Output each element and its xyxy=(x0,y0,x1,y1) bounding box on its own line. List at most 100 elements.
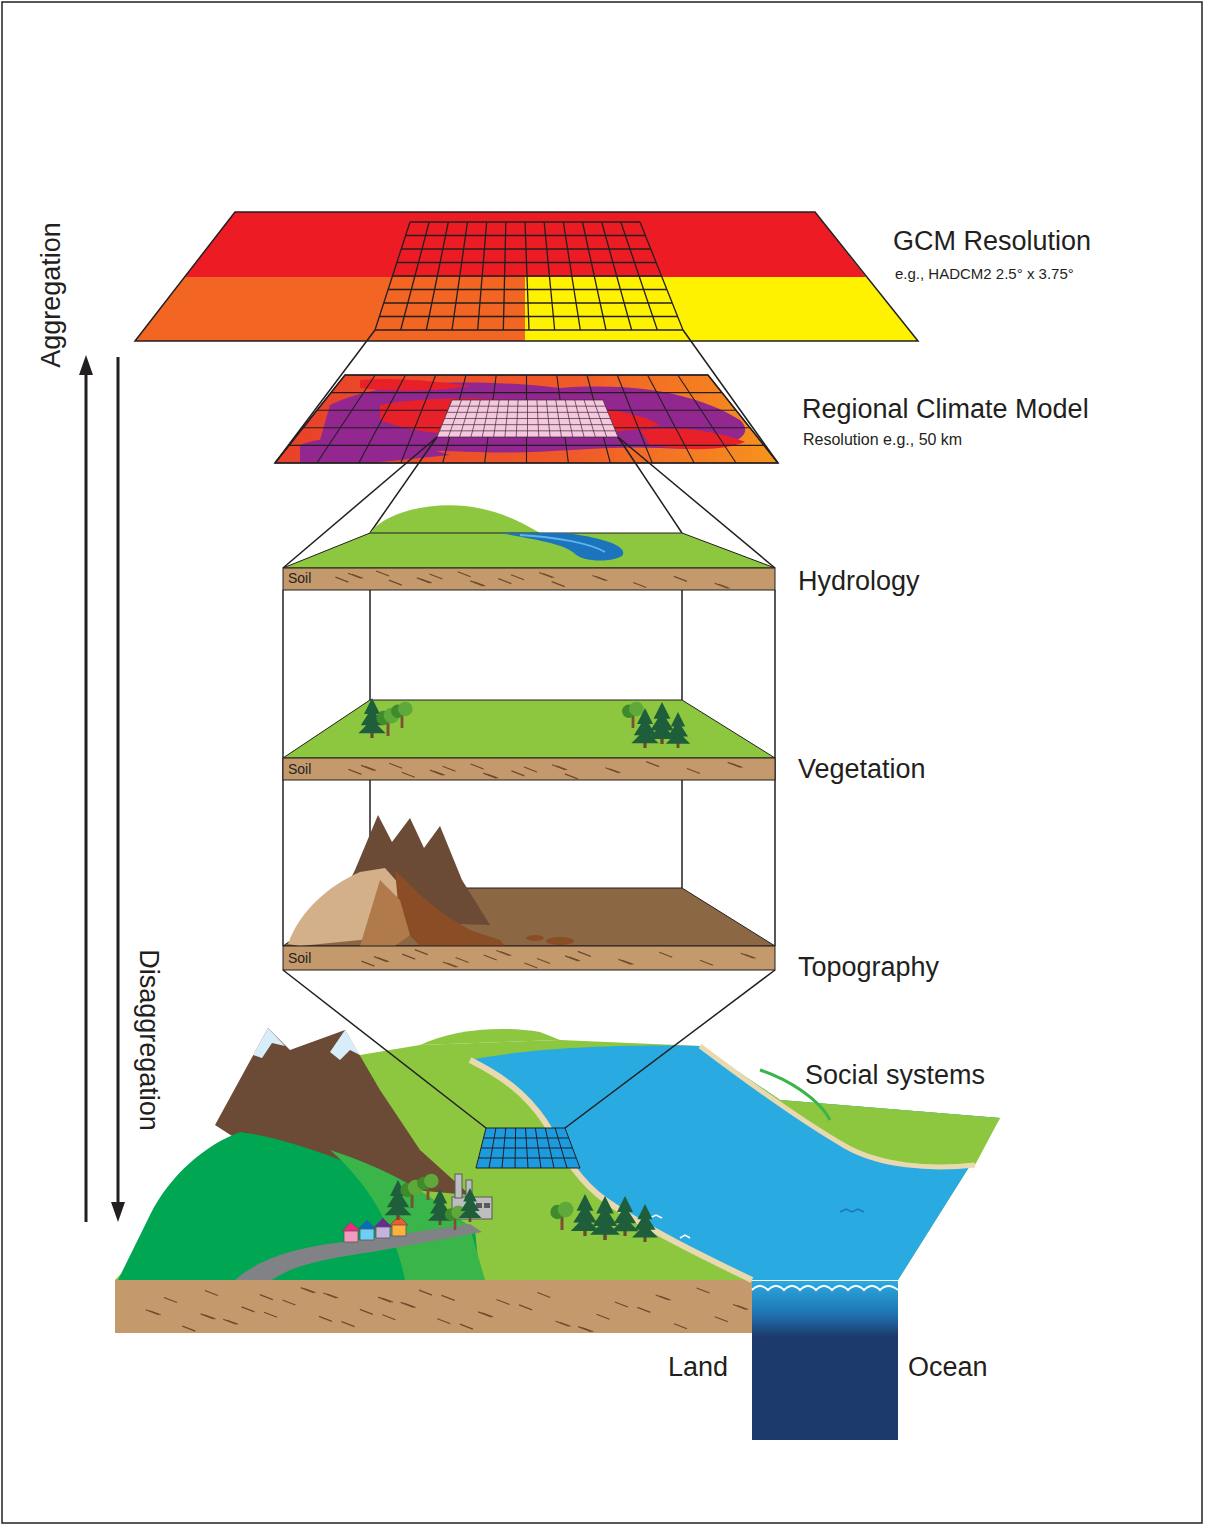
axis-label: Aggregation xyxy=(36,222,67,368)
soil-mark xyxy=(565,956,578,961)
soil-mark xyxy=(471,764,484,769)
soil-mark xyxy=(430,574,443,579)
soil-mark xyxy=(182,1326,195,1331)
grid-line xyxy=(379,316,677,317)
soil-mark xyxy=(417,578,430,583)
region-label: Land xyxy=(668,1352,728,1383)
grid-line xyxy=(401,375,436,463)
grid-line xyxy=(617,375,652,463)
grid-line xyxy=(445,418,611,419)
soil-mark xyxy=(378,958,389,962)
grid-line xyxy=(484,1138,569,1139)
gcm-grid xyxy=(375,222,683,330)
soil-mark xyxy=(496,951,509,956)
grid-line xyxy=(393,275,662,276)
soil-mark xyxy=(719,584,730,588)
soil-mark xyxy=(282,1300,295,1305)
local-grid xyxy=(476,1128,580,1168)
soil-mark xyxy=(223,1319,236,1324)
soil-mark xyxy=(327,1294,338,1298)
soil-mark xyxy=(482,1313,493,1317)
grid-line xyxy=(331,392,722,393)
soil-mark xyxy=(323,1293,336,1298)
soil-mark xyxy=(524,963,537,968)
soil-mark xyxy=(242,1307,255,1312)
soil-mark xyxy=(733,1304,746,1309)
soil-hatching xyxy=(348,762,742,779)
tree-trunk xyxy=(427,1187,430,1200)
soil-mark xyxy=(405,1303,416,1307)
soil-mark xyxy=(615,1302,628,1307)
grid-line xyxy=(437,437,618,438)
soil-mark xyxy=(552,765,565,770)
soil-mark xyxy=(201,1314,214,1319)
soil-mark xyxy=(556,766,567,770)
soil-mark xyxy=(470,581,483,586)
soil-mark xyxy=(443,766,456,771)
soil-mark xyxy=(382,1298,393,1302)
axis-label: Disaggregation xyxy=(132,949,163,1131)
soil-hatching xyxy=(335,571,729,588)
soil-mark xyxy=(511,575,524,580)
soil-mark xyxy=(474,582,485,586)
grid-line xyxy=(410,221,640,222)
soil-mark xyxy=(342,1322,355,1327)
soil-mark xyxy=(569,957,580,961)
soil-mark xyxy=(596,577,607,581)
soil-mark xyxy=(700,960,713,965)
soil-mark xyxy=(674,1324,687,1329)
soil-mark xyxy=(552,582,565,587)
soil-mark xyxy=(605,768,618,773)
projection-lines xyxy=(275,330,778,946)
soil-mark xyxy=(646,762,659,767)
layer-subtitle: Resolution e.g., 50 km xyxy=(803,431,962,449)
soil-mark xyxy=(205,1291,218,1296)
tree-trunk xyxy=(561,1217,564,1231)
soil-mark xyxy=(560,1322,571,1326)
projection-lines xyxy=(283,970,775,1128)
tree-crown xyxy=(629,702,644,717)
soil-mark xyxy=(633,582,646,587)
soil-mark xyxy=(319,1316,332,1321)
soil-mark xyxy=(150,1311,161,1315)
grid-line xyxy=(406,235,646,236)
trees xyxy=(358,698,690,748)
grid-line xyxy=(359,375,406,463)
soil-mark xyxy=(365,766,376,770)
soil-mark xyxy=(741,953,754,958)
soil-mark xyxy=(374,957,387,962)
tree-trunk xyxy=(401,715,404,728)
hydrology-layer xyxy=(283,505,775,590)
soil-label: Soil xyxy=(288,761,311,777)
soil-mark xyxy=(305,1289,316,1293)
soil-mark xyxy=(539,573,552,578)
soil-mark xyxy=(582,1328,593,1332)
soil-label: Soil xyxy=(288,950,311,966)
soil-mark xyxy=(592,576,605,581)
pine-tree xyxy=(632,1204,658,1237)
soil-label: Soil xyxy=(288,570,311,586)
pine-tree xyxy=(611,1196,638,1231)
soil-mark xyxy=(348,769,361,774)
vegetation-layer xyxy=(283,700,775,780)
soil-mark xyxy=(537,1293,550,1298)
soil-mark xyxy=(660,1296,671,1300)
grid-line xyxy=(384,302,673,303)
soil-mark xyxy=(456,958,469,963)
soil-mark xyxy=(687,769,700,774)
grid-line xyxy=(479,1158,577,1159)
soil-mark xyxy=(401,1302,414,1307)
grid-line xyxy=(452,400,603,401)
grid-line xyxy=(440,430,616,431)
soil-mark xyxy=(264,1312,277,1317)
soil-mark xyxy=(715,1317,728,1322)
layer-title: Regional Climate Model xyxy=(802,394,1089,425)
soil-mark xyxy=(623,960,634,964)
soil-mark xyxy=(519,1305,532,1310)
soil-mark xyxy=(496,1300,509,1305)
soil-mark xyxy=(205,1315,216,1319)
rcm-detail-area xyxy=(437,400,618,437)
grid-line xyxy=(397,262,656,263)
grid-line xyxy=(401,248,651,249)
